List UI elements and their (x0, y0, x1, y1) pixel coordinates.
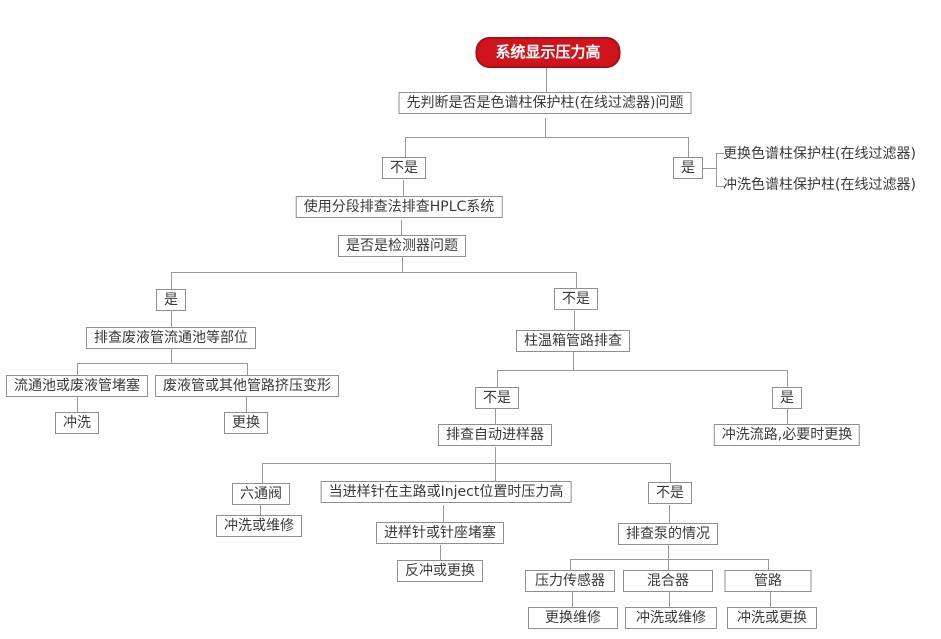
connector-line (171, 272, 172, 290)
flow-node-detector-yes: 是 (156, 289, 186, 311)
flow-node-segmented-check-hplc: 使用分段排查法排查HPLC系统 (295, 196, 503, 218)
connector-line (171, 311, 172, 328)
flow-node-sampler-no: 不是 (648, 482, 692, 504)
connector-line (576, 272, 577, 289)
connector-line (77, 397, 78, 413)
connector-line (669, 505, 670, 524)
flow-node-check-pump: 排查泵的情况 (618, 523, 718, 545)
flow-node-needle-seat-clog: 进样针或针座堵塞 (376, 522, 504, 544)
connector-line (262, 463, 671, 464)
flow-node-detector-no: 不是 (554, 288, 598, 310)
flow-node-waste-tubing-deformed: 废液管或其他管路挤压变形 (155, 375, 339, 397)
connector-line (545, 118, 546, 138)
flow-node-check-autosampler: 排查自动进样器 (438, 424, 552, 446)
connector-line (440, 545, 441, 561)
flow-node-mixer: 混合器 (623, 570, 713, 592)
flow-node-pump-tubing: 管路 (724, 570, 812, 592)
flow-node-backflush-or-replace: 反冲或更换 (397, 560, 483, 582)
flow-node-check-guard-column: 先判断是否是色谱柱保护柱(在线过滤器)问题 (398, 92, 692, 114)
flow-node-replace-action: 更换 (224, 412, 268, 434)
connector-line (572, 592, 573, 608)
connector-line (401, 220, 402, 236)
connector-line (670, 463, 671, 483)
connector-line (402, 257, 403, 273)
connector-line (246, 397, 247, 413)
connector-line (405, 137, 689, 138)
connector-line (787, 370, 788, 388)
connector-line (669, 592, 670, 608)
flow-node-flush-action: 冲洗 (55, 412, 99, 434)
connector-line (716, 153, 717, 187)
connector-line (497, 370, 788, 371)
connector-line (574, 311, 575, 331)
connector-line (247, 363, 248, 376)
connector-line (260, 505, 261, 516)
connector-line (546, 67, 547, 93)
flow-node-detector-question: 是否是检测器问题 (338, 235, 466, 257)
flow-node-six-port-valve: 六通阀 (232, 483, 290, 505)
flow-node-flush-guard-column: 冲洗色谱柱保护柱(在线过滤器) (723, 177, 916, 193)
flow-node-pressure-sensor: 压力传感器 (525, 570, 615, 592)
flow-node-column-oven-check: 柱温箱管路排查 (516, 330, 630, 352)
connector-line (768, 559, 769, 571)
flow-node-oven-yes: 是 (772, 387, 802, 409)
connector-line (171, 349, 172, 364)
flow-node-flowcell-or-waste-clog: 流通池或废液管堵塞 (6, 375, 148, 397)
connector-line (403, 180, 404, 197)
connector-line (443, 505, 444, 523)
connector-line (703, 168, 717, 169)
flow-node-flush-or-repair-mixer: 冲洗或维修 (625, 607, 717, 629)
connector-line (787, 409, 788, 425)
connector-line (716, 153, 724, 154)
flow-node-oven-no: 不是 (475, 387, 519, 409)
connector-line (716, 186, 724, 187)
flow-node-needle-inject-pressure: 当进样针在主路或Inject位置时压力高 (320, 481, 572, 503)
flow-node-replace-guard-column: 更换色谱柱保护柱(在线过滤器) (723, 146, 916, 162)
connector-line (495, 447, 496, 482)
connector-line (495, 409, 496, 425)
connector-line (497, 370, 498, 388)
connector-line (570, 559, 571, 571)
flow-node-guard-no: 不是 (382, 157, 426, 179)
connector-line (171, 272, 577, 273)
flow-node-replace-repair-sensor: 更换维修 (528, 607, 618, 629)
connector-line (668, 545, 669, 571)
flow-node-flush-or-replace-tubing: 冲洗或更换 (727, 607, 817, 629)
connector-line (770, 592, 771, 608)
connector-line (77, 363, 78, 376)
connector-line (573, 352, 574, 371)
flow-node-root-high-pressure: 系统显示压力高 (475, 37, 621, 68)
flow-node-guard-yes: 是 (673, 157, 703, 179)
flow-node-flush-or-repair-valve: 冲洗或维修 (216, 515, 302, 537)
connector-line (405, 137, 406, 158)
flow-node-flush-flowpath-replace: 冲洗流路,必要时更换 (713, 424, 861, 446)
connector-line (570, 559, 769, 560)
connector-line (688, 137, 689, 158)
connector-line (77, 363, 248, 364)
flow-node-check-waste-flowcell: 排查废液管流通池等部位 (86, 327, 256, 349)
connector-line (262, 463, 263, 484)
